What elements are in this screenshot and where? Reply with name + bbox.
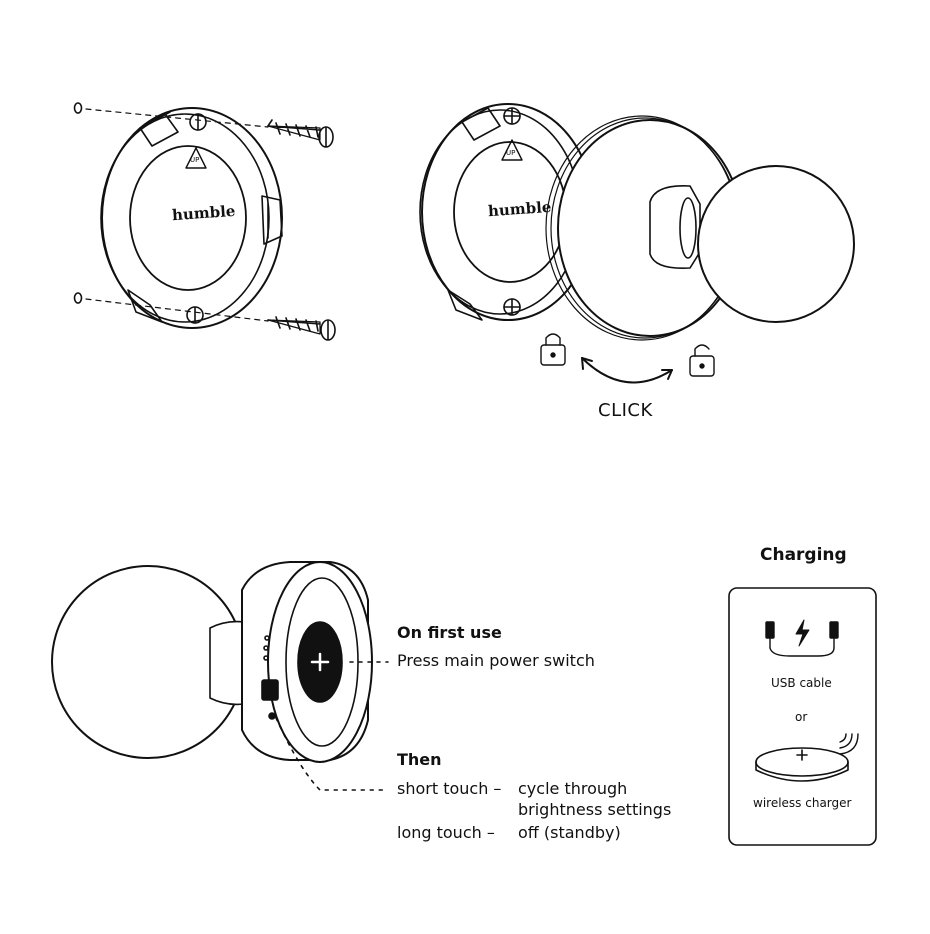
- long-touch-action: off (standby): [518, 823, 621, 842]
- brand-text: humble: [171, 201, 236, 225]
- up-badge: UP: [506, 149, 516, 157]
- first-use-heading: On first use: [397, 623, 502, 642]
- wall-mount-plate: [73, 102, 283, 329]
- usb-plug-icon: [765, 621, 839, 657]
- wall-hole-top: [73, 102, 83, 114]
- wireless-charger: [755, 747, 849, 782]
- plus-icon: [310, 652, 330, 672]
- screw-icon: [267, 119, 334, 148]
- then-heading: Then: [397, 750, 442, 769]
- lock-closed-icon: [540, 333, 566, 366]
- rotate-arrow: [581, 357, 673, 384]
- lamp-side-view: [51, 561, 373, 763]
- lamp-base: [545, 115, 743, 341]
- first-use-text: Press main power switch: [397, 651, 595, 670]
- click-label: CLICK: [598, 400, 653, 421]
- or-label: or: [795, 710, 808, 724]
- charging-panel: [728, 587, 877, 846]
- usb-cable-label: USB cable: [771, 676, 832, 690]
- wireless-charger-label: wireless charger: [753, 796, 852, 810]
- wall-hole-bottom: [73, 292, 83, 304]
- short-touch-action-line2: brightness settings: [518, 800, 672, 819]
- screw-icon: [267, 316, 336, 341]
- short-touch-label: short touch –: [397, 779, 502, 798]
- lock-open-icon: [689, 344, 715, 377]
- long-touch-label: long touch –: [397, 823, 495, 842]
- lightning-icon: [795, 619, 810, 647]
- short-touch-action-line1: cycle through: [518, 779, 628, 798]
- brand-text: humble: [487, 197, 552, 221]
- wireless-signal-icon: [839, 733, 859, 755]
- lamp-globe: [697, 165, 855, 323]
- up-badge: UP: [190, 156, 200, 164]
- charging-title: Charging: [760, 545, 847, 565]
